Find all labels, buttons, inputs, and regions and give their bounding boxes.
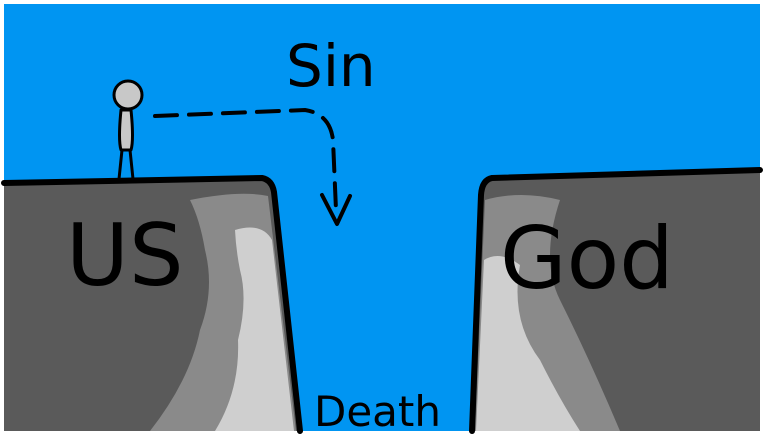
label-sin: Sin bbox=[286, 32, 376, 100]
label-god: God bbox=[500, 209, 674, 309]
label-us: US bbox=[66, 206, 184, 306]
label-death: Death bbox=[314, 387, 441, 435]
